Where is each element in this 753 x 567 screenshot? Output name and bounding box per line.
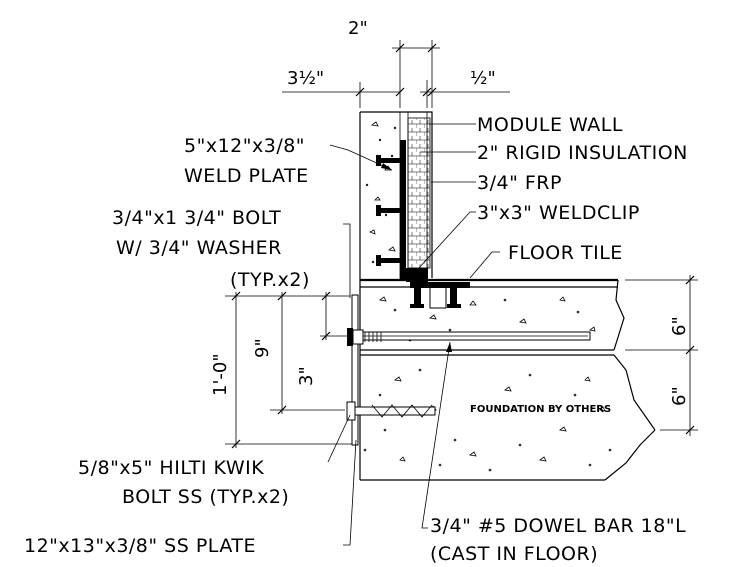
dim-6in-upper: 6": [669, 316, 690, 336]
right-dimensions: [625, 275, 698, 436]
label-ss-plate: 12"x13"x3/8" SS PLATE: [24, 535, 256, 557]
weldclip: [406, 268, 470, 309]
left-dimensions: [225, 291, 352, 449]
floor-slab: [360, 278, 656, 481]
label-floor-tile: FLOOR TILE: [508, 242, 623, 264]
slab-concrete-hatch: [363, 296, 612, 472]
label-bolt-typ: (TYP.x2): [230, 269, 310, 291]
dim-9in: 9": [252, 338, 273, 358]
label-weld-plate: WELD PLATE: [184, 165, 309, 187]
wall-concrete-hatch: [365, 121, 397, 264]
label-dowel-cast: (CAST IN FLOOR): [430, 543, 598, 565]
label-dowel-bar: 3/4" #5 DOWEL BAR 18"L: [430, 515, 686, 537]
dim-2in: 2": [348, 18, 368, 39]
weld-plate: [376, 140, 406, 280]
dim-6in-lower: 6": [669, 386, 690, 406]
module-wall: [359, 111, 433, 480]
label-bolt-washer: W/ 3/4" WASHER: [116, 237, 282, 259]
leader-arrows: [381, 163, 452, 352]
label-frp: 3/4" FRP: [477, 172, 562, 194]
leader-lines: [327, 123, 500, 546]
dim-half-in: ½": [470, 68, 496, 89]
dim-3in: 3": [296, 366, 317, 386]
label-rigid-insulation: 2" RIGID INSULATION: [477, 142, 688, 164]
label-bolt-size: 3/4"x1 3/4" BOLT: [112, 207, 281, 229]
label-weldclip: 3"x3" WELDCLIP: [477, 202, 640, 224]
dim-1ft: 1'-0": [210, 353, 231, 396]
dim-3-5in: 3½": [287, 68, 324, 89]
label-hilti-size: 5/8"x5" HILTI KWIK: [78, 457, 264, 479]
label-foundation: FOUNDATION BY OTHERS: [470, 404, 611, 415]
label-module-wall: MODULE WALL: [477, 114, 623, 136]
dowel-bar: [359, 331, 591, 341]
label-weld-plate-size: 5"x12"x3/8": [184, 135, 305, 157]
ss-plate: [346, 294, 436, 446]
top-dimensions: [282, 40, 510, 108]
label-hilti-typ: BOLT SS (TYP.x2): [122, 486, 289, 508]
